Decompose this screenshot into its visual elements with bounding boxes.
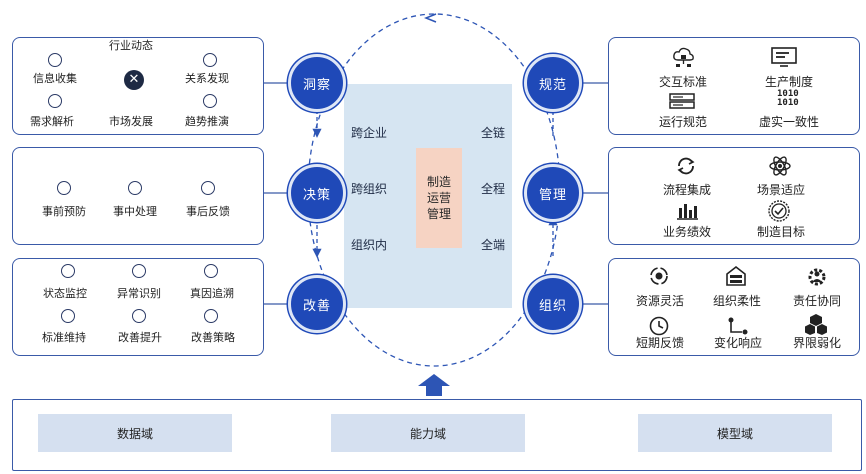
label-boundary: 界限弱化 [792,336,842,350]
label-market: 市场发展 [109,115,153,128]
label-post: 事后反馈 [186,205,230,218]
label-monitor: 状态监控 [43,287,87,300]
scope-cross-organization: 跨组织 [351,182,388,196]
scope-cross-enterprise: 跨企业 [351,126,388,140]
post-node [201,181,215,195]
core-line-3: 管理 [426,207,451,221]
label-prod: 生产制度 [764,75,814,89]
label-target: 制造目标 [756,225,806,239]
norm-panel [608,37,860,135]
demand-node [48,94,62,108]
label-scene: 场景适应 [756,183,806,197]
up-arrow [418,374,450,396]
detect-node [132,264,146,278]
info-node [48,53,62,67]
label-feedback: 短期反馈 [635,336,685,350]
core-line-2: 运营 [426,191,451,205]
strategy-node [204,309,218,323]
label-standard: 标准维持 [42,331,86,344]
monitor-node [61,264,75,278]
stage-arrows [312,101,558,258]
scope-full-chain: 全链 [481,126,506,140]
panel-connectors [262,82,608,305]
trend-node [203,94,217,108]
stage-insight: 洞察 [288,54,346,112]
gear-team-icon [808,268,826,286]
label-run: 运行规范 [658,115,708,129]
label-interact: 交互标准 [658,75,708,89]
label-promote: 改善提升 [118,331,162,344]
scope-full-process: 全程 [481,182,506,196]
label-relation: 关系发现 [185,72,229,85]
label-pre: 事前预防 [42,205,86,218]
label-root: 真因追溯 [190,287,234,300]
capability-domain: 能力域 [331,414,525,452]
scope-full-end: 全端 [481,238,506,252]
stage-improve: 改善 [288,275,346,333]
label-flow: 流程集成 [662,183,712,197]
data-domain: 数据域 [38,414,232,452]
target-badge-icon [768,200,790,222]
production-monitor-icon [771,47,797,67]
mid-node [128,181,142,195]
cloud-network-icon [673,47,694,67]
decision-panel [12,147,264,245]
label-info: 信息收集 [33,72,77,85]
server-rack-icon [669,93,695,109]
core-line-1: 制造 [426,175,451,189]
label-duty: 责任协同 [792,294,842,308]
label-demand: 需求解析 [30,115,74,128]
stage-manage: 管理 [524,164,582,222]
refresh-cycle-icon [677,157,695,175]
cubes-icon [805,314,827,335]
stage-norm: 规范 [524,54,582,112]
manage-panel [608,147,860,245]
atom-icon [769,156,791,176]
label-detect: 异常识别 [117,287,161,300]
resource-cycle-icon [650,267,668,285]
label-industry: 行业动态 [109,39,153,52]
label-virtual: 虚实一致性 [758,115,820,129]
model-domain: 模型域 [638,414,832,452]
root-node [204,264,218,278]
stage-decision: 决策 [288,164,346,222]
label-perf: 业务绩效 [662,225,712,239]
pre-node [57,181,71,195]
bar-chart-icon [677,204,698,220]
core-box: 制造 运营 管理 [416,148,462,248]
promote-node [132,309,146,323]
merge-x-icon: ✕ [124,70,144,90]
relation-node [203,53,217,67]
building-icon [726,265,746,286]
route-change-icon [728,317,748,335]
clock-icon [649,316,669,336]
stage-organize: 组织 [524,275,582,333]
standard-node [61,309,75,323]
label-change: 变化响应 [713,336,763,350]
label-flex: 组织柔性 [712,294,762,308]
label-mid: 事中处理 [113,205,157,218]
label-strategy: 改善策略 [191,331,235,344]
label-resource: 资源灵活 [635,294,685,308]
label-trend: 趋势推演 [185,115,229,128]
scope-within-organization: 组织内 [351,238,388,252]
